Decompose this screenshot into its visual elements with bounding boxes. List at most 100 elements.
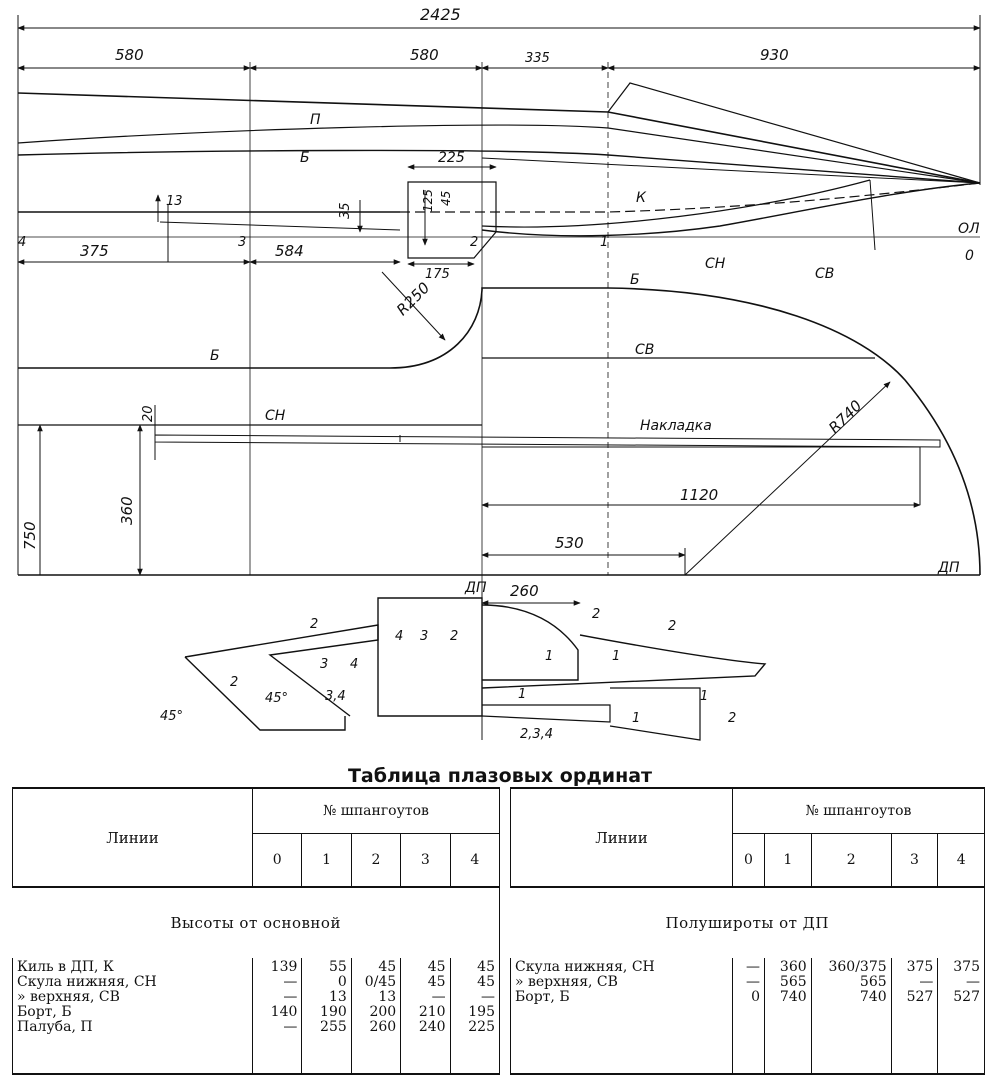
frame-2: 2 xyxy=(810,833,892,888)
dim-45: 45 xyxy=(439,191,453,206)
row-name: Борт, Б xyxy=(515,989,570,1005)
frame-4: 4 xyxy=(449,833,501,888)
station-4-label: 4 xyxy=(18,235,26,250)
body-n4-a: 4 xyxy=(395,629,403,644)
body-n2-a: 2 xyxy=(450,629,458,644)
cell: 565 xyxy=(859,974,887,990)
cell: 195 xyxy=(468,1004,495,1020)
cell: 0 xyxy=(751,989,760,1005)
cell: 360 xyxy=(779,959,807,975)
radius-740: R740 xyxy=(825,397,865,437)
station-3-label: 3 xyxy=(238,235,246,250)
station-2-label: 2 xyxy=(470,235,478,250)
station-0-label: 0 xyxy=(965,248,974,264)
cell: 45 xyxy=(477,974,495,990)
ordinates-table-halfbreadths: Линии № шпангоутов 0 1 2 3 4 Полуширoты … xyxy=(510,787,985,1075)
body-n1-d: 1 xyxy=(632,711,640,726)
cell: 139 xyxy=(270,959,298,975)
dim-580-a: 580 xyxy=(115,46,144,64)
overall-dimension: 2425 xyxy=(17,5,981,575)
plan-side-label: Б xyxy=(210,348,220,364)
dim-375: 375 xyxy=(80,242,109,260)
cell: — xyxy=(919,974,934,990)
cell: — xyxy=(746,959,760,975)
dim-750: 750 xyxy=(21,521,39,550)
side-line-label: Б xyxy=(300,150,310,166)
cell: 45 xyxy=(378,959,397,975)
body-n2-c: 2 xyxy=(668,619,676,634)
plan-cl-label: ДП xyxy=(937,560,960,576)
baseline-label: ОЛ xyxy=(958,221,980,237)
body-n1-b: 1 xyxy=(612,649,620,664)
radius-250: R250 xyxy=(393,279,433,319)
dim-260: 260 xyxy=(510,582,539,600)
row-name: Скула нижняя, СН xyxy=(515,959,655,975)
body-n1-c: 1 xyxy=(518,687,526,702)
row-name: » верхняя, СВ xyxy=(17,989,120,1005)
frame-4: 4 xyxy=(937,833,985,888)
body-n2-e: 2 xyxy=(230,675,238,690)
dim-584: 584 xyxy=(275,242,304,260)
body-n3-b: 3 xyxy=(320,657,328,672)
frame-3: 3 xyxy=(890,833,938,888)
cell: — xyxy=(481,989,495,1005)
frame-3: 3 xyxy=(400,833,451,888)
cell: 740 xyxy=(779,989,807,1005)
deck-line-label: П xyxy=(310,112,321,128)
cell: — xyxy=(283,974,298,990)
plan-chine-low-label: СН xyxy=(265,408,286,424)
body-n2-b: 2 xyxy=(592,607,600,622)
cell: 527 xyxy=(906,989,934,1005)
plan-view: 1120 530 R740 R250 360 750 20 Б Б СВ СН … xyxy=(18,271,981,576)
cell: — xyxy=(966,974,980,990)
dim-360: 360 xyxy=(118,496,136,525)
row-name: Борт, Б xyxy=(17,1004,72,1020)
dim-225: 225 xyxy=(438,150,465,166)
cell: 140 xyxy=(270,1004,298,1020)
chine-high-label: СВ xyxy=(815,266,834,282)
cell: 740 xyxy=(859,989,887,1005)
angle-label-a: 45° xyxy=(160,709,183,724)
frame-1: 1 xyxy=(764,833,812,888)
table-title: Таблица плазовых ординат xyxy=(347,765,653,787)
cell: 565 xyxy=(779,974,807,990)
cell: — xyxy=(283,989,298,1005)
frames-header: № шпангоутов xyxy=(732,787,985,834)
dim-13: 13 xyxy=(166,194,183,209)
chine-low-label: СН xyxy=(705,256,726,272)
station-dimensions: 580 580 335 930 xyxy=(17,46,981,71)
body-n2-d: 2 xyxy=(310,617,318,632)
cell: 45 xyxy=(427,959,446,975)
row-name: Палуба, П xyxy=(17,1019,93,1035)
cell: — xyxy=(431,989,446,1005)
cell: 0 xyxy=(337,974,347,990)
cell: 375 xyxy=(906,959,934,975)
dim-580-b: 580 xyxy=(410,46,439,64)
cell: 225 xyxy=(468,1019,495,1035)
cell: 45 xyxy=(427,974,446,990)
cell: 45 xyxy=(477,959,495,975)
frame-2: 2 xyxy=(350,833,401,888)
row-name: Киль в ДП, К xyxy=(17,959,114,975)
cell: 210 xyxy=(418,1004,446,1020)
cell: 527 xyxy=(953,989,980,1005)
section-heights: Высоты от основной xyxy=(12,887,500,958)
dim-125: 125 xyxy=(421,189,435,212)
cell: 360/375 xyxy=(828,959,887,975)
body-n34: 3,4 xyxy=(325,689,346,704)
profile-view: 4 3 2 1 0 ОЛ П Б К СН СВ 375 584 13 35 2… xyxy=(17,82,981,282)
frame-1: 1 xyxy=(301,833,352,888)
cell: — xyxy=(283,1019,298,1035)
cell: 240 xyxy=(418,1019,446,1035)
dim-335: 335 xyxy=(525,51,550,66)
cell: 13 xyxy=(328,989,347,1005)
plan-chine-high-label: СВ xyxy=(635,342,654,358)
dim-530: 530 xyxy=(555,534,584,552)
body-plan: ДП 260 4 3 2 1 2 2 1 2 3 4 2 3,4 1 1 1 2… xyxy=(160,580,767,742)
row-name: » верхняя, СВ xyxy=(515,974,618,990)
ordinates-table-heights: Линии № шпангоутов 0 1 2 3 4 Высоты от о… xyxy=(12,787,501,1075)
body-n1-e: 1 xyxy=(700,689,708,704)
frame-0: 0 xyxy=(732,833,765,888)
cell: 13 xyxy=(378,989,397,1005)
dim-35: 35 xyxy=(338,202,353,219)
